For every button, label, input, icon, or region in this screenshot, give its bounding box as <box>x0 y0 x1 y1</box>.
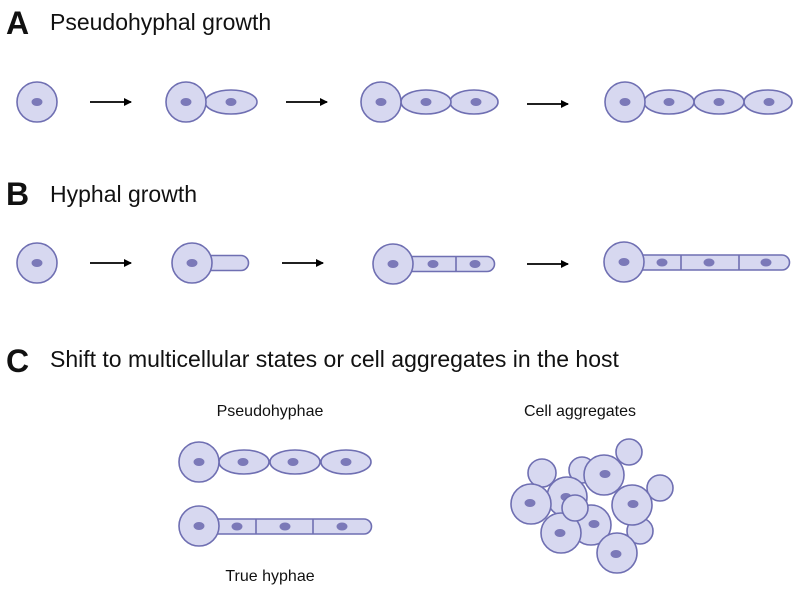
nucleus <box>656 258 668 267</box>
nucleus <box>713 98 725 106</box>
nucleus <box>427 260 439 268</box>
nucleus <box>469 260 481 268</box>
nucleus <box>619 98 631 106</box>
panel-a-stage-1 <box>16 81 58 123</box>
pseudohyphae-label: Pseudohyphae <box>216 403 324 420</box>
nucleus <box>763 98 775 106</box>
nucleus <box>610 550 622 558</box>
nucleus <box>420 98 432 106</box>
aggregate-cell <box>561 494 589 522</box>
nucleus <box>375 98 387 106</box>
nucleus <box>599 470 611 478</box>
panel-a-letter: A <box>6 5 30 41</box>
panel-b-stage-1 <box>16 242 58 284</box>
panel-b-title: Hyphal growth <box>50 181 198 207</box>
panel-b-letter: B <box>6 176 30 212</box>
nucleus <box>663 98 675 106</box>
nucleus <box>186 259 198 267</box>
nucleus <box>703 258 715 267</box>
nucleus <box>279 522 291 531</box>
panel-c-letter: C <box>6 343 30 379</box>
nucleus <box>618 258 630 266</box>
nucleus <box>588 520 600 528</box>
nucleus <box>231 522 243 531</box>
nucleus <box>387 260 399 268</box>
cell-aggregates-illustration <box>510 438 674 574</box>
panel-c-title: Shift to multicellular states or cell ag… <box>50 346 619 372</box>
aggregate-cell <box>646 474 674 502</box>
nucleus <box>193 458 205 466</box>
pseudohyphae-illustration <box>178 441 372 483</box>
nucleus <box>470 98 482 106</box>
panel-a-stage-4 <box>604 81 793 123</box>
nucleus <box>524 499 536 507</box>
aggregate-cell <box>615 438 643 466</box>
true-hyphae-illustration <box>178 505 373 547</box>
nucleus <box>760 258 772 267</box>
panel-b-stage-4 <box>603 241 791 283</box>
panel-b-stage-2 <box>171 242 250 284</box>
nucleus <box>237 458 249 466</box>
nucleus <box>627 500 639 508</box>
nucleus <box>287 458 299 466</box>
nucleus <box>336 522 348 531</box>
panel-b-stage-3 <box>372 243 496 285</box>
nucleus <box>554 529 566 537</box>
aggregate-cell <box>527 458 557 488</box>
cell-aggregates-label: Cell aggregates <box>523 403 637 420</box>
nucleus <box>225 98 237 106</box>
nucleus <box>340 458 352 466</box>
panel-a-title: Pseudohyphal growth <box>50 9 272 35</box>
panel-a-stage-3 <box>360 81 499 123</box>
panel-a-stage-2 <box>165 81 258 123</box>
true-hyphae-label: True hyphae <box>225 568 315 585</box>
nucleus <box>193 522 205 530</box>
hypha <box>399 255 496 273</box>
nucleus <box>31 98 43 106</box>
nucleus <box>180 98 192 106</box>
nucleus <box>31 259 43 267</box>
